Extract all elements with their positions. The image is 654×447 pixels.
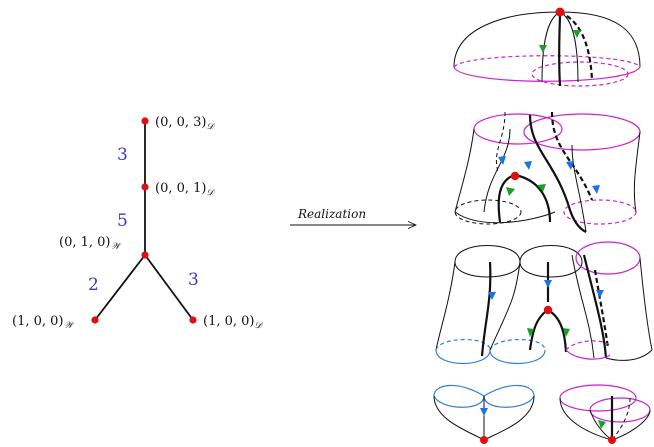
- graph-edge-right: [144, 254, 194, 321]
- graph-vertex-upper: [141, 183, 149, 191]
- vertex-label-top: (0, 0, 3)𝒟: [155, 115, 216, 132]
- edge-weight-middle: 5: [117, 211, 128, 231]
- edge-weight-top: 3: [117, 145, 128, 165]
- graph-vertex-top: [141, 117, 149, 125]
- surface-pieces: [433, 7, 653, 444]
- vertex-label-upper: (0, 0, 1)𝒟: [155, 181, 216, 198]
- realization-arrow: Realization: [290, 207, 416, 225]
- vertex-label-center: (0, 1, 0)𝒲: [59, 235, 123, 252]
- graph-vertex-center: [141, 251, 149, 259]
- graph-edge-left: [94, 254, 146, 321]
- vertex-label-left: (1, 0, 0)𝒲: [12, 314, 76, 331]
- edge-weight-right: 3: [188, 270, 199, 290]
- tree-graph: (0, 0, 3)𝒟 (0, 0, 1)𝒟 (0, 1, 0)𝒲 (1, 0, …: [12, 115, 264, 331]
- piece-top-dome: [453, 7, 641, 87]
- piece-cap-blue: [433, 384, 535, 444]
- vertex-label-right: (1, 0, 0)𝒟: [203, 314, 264, 331]
- realization-label: Realization: [297, 207, 366, 221]
- piece-cap-magenta: [559, 384, 651, 444]
- piece-cylinder-saddle: [454, 111, 641, 233]
- piece-pants: [435, 241, 653, 365]
- graph-vertex-left: [91, 316, 99, 324]
- edge-weight-left: 2: [88, 275, 99, 295]
- graph-vertex-right: [189, 316, 197, 324]
